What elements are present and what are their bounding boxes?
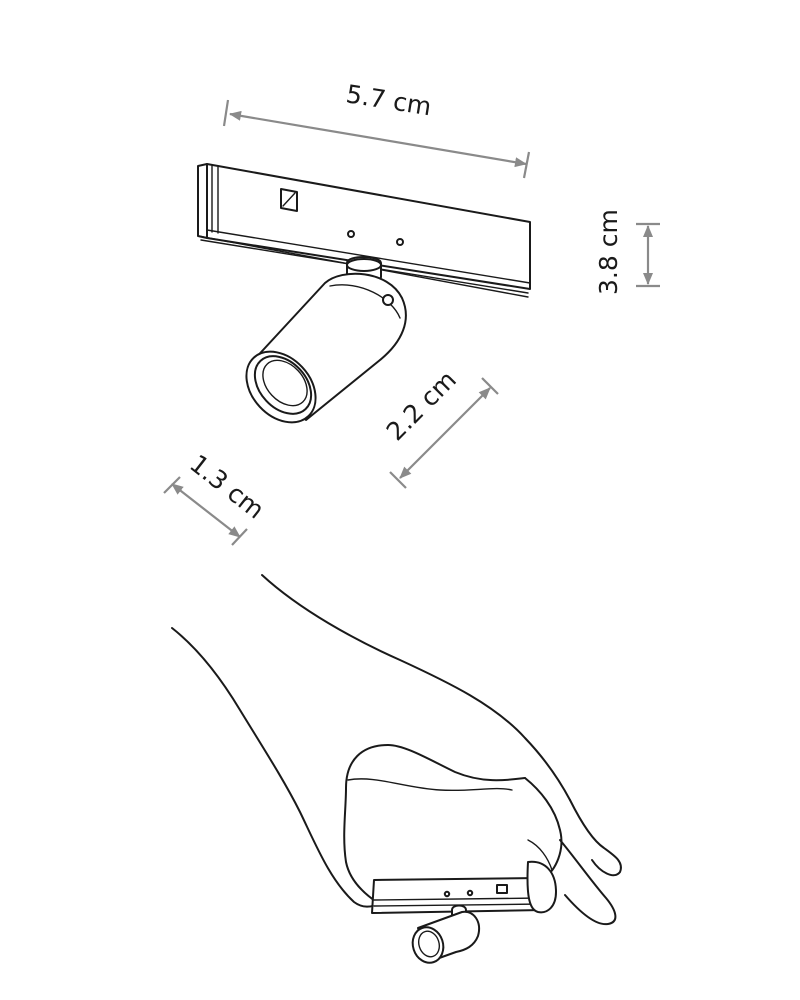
- track-adapter: [197, 163, 531, 298]
- head-length-label: 2.2 cm: [381, 365, 462, 446]
- hand-illustration: [171, 574, 622, 964]
- width-label: 5.7 cm: [344, 79, 433, 121]
- dot-icon: [347, 230, 355, 238]
- height-dimension: 3.8 cm: [594, 209, 660, 295]
- width-dimension: 5.7 cm: [222, 79, 531, 179]
- small-dot-icon: [443, 890, 451, 898]
- small-dot-icon: [466, 889, 474, 897]
- small-square-indicator-icon: [496, 884, 508, 894]
- height-label: 3.8 cm: [594, 209, 623, 295]
- head-diameter-label: 1.3 cm: [184, 449, 269, 525]
- head-diameter-dimension: 1.3 cm: [163, 449, 270, 546]
- spotlight-head: [245, 256, 407, 424]
- head-length-dimension: 2.2 cm: [381, 365, 499, 489]
- dot-icon: [396, 238, 404, 246]
- adjust-knob-icon: [382, 294, 394, 306]
